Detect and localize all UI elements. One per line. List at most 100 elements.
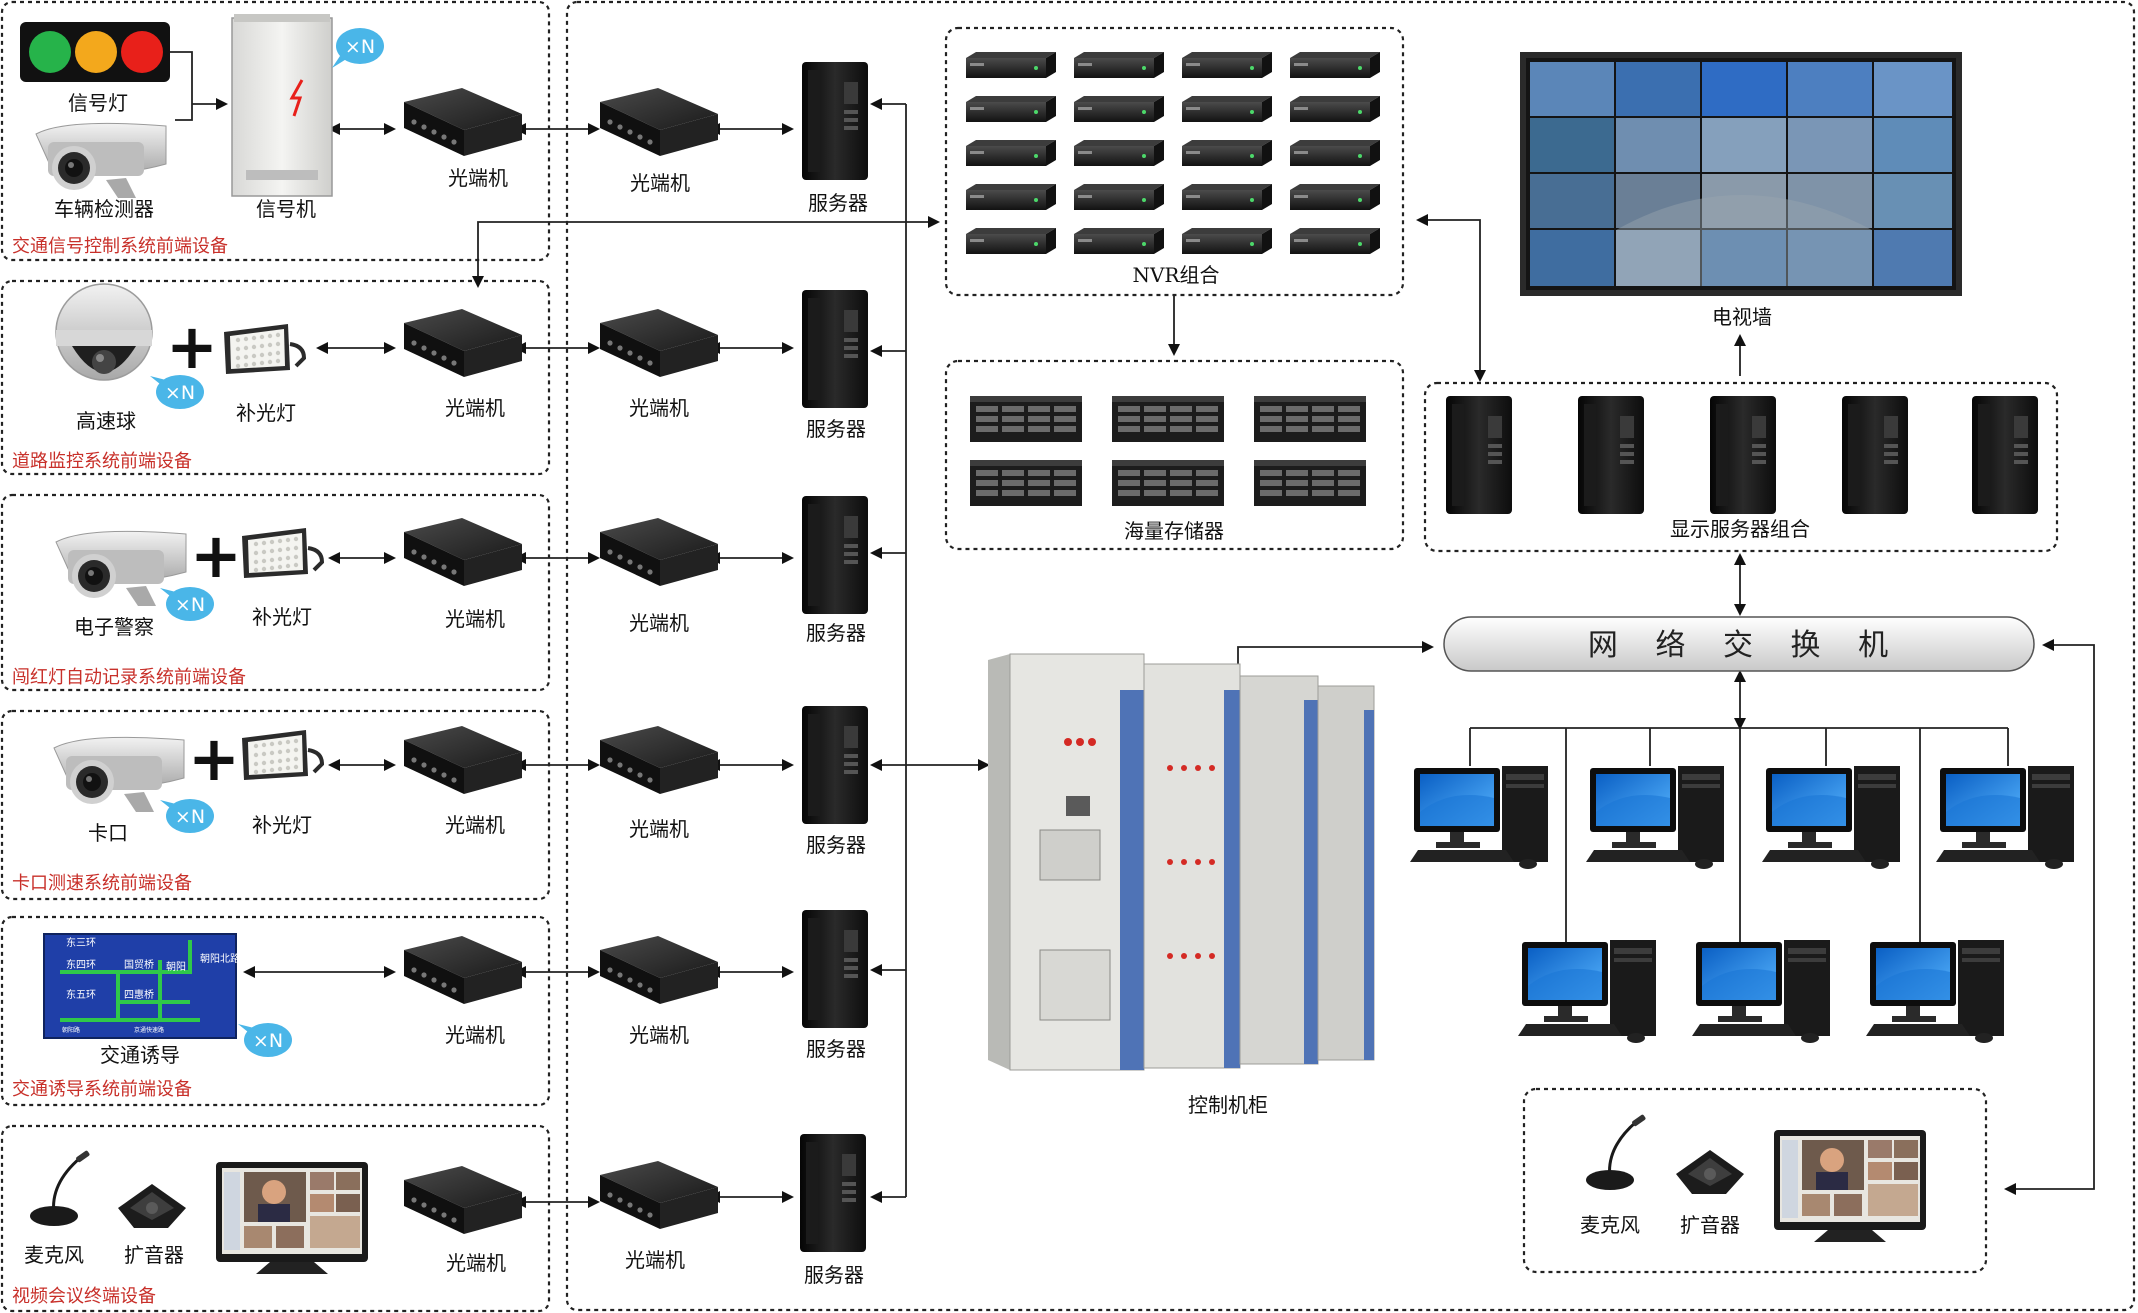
svg-text:×N: ×N <box>345 36 375 58</box>
optical-transceiver <box>600 88 718 156</box>
optical-transceiver <box>404 936 522 1004</box>
display-server-group-label: 显示服务器组合 <box>1670 517 1810 541</box>
nvr-group-box <box>944 26 1405 297</box>
signal-cabinet <box>231 14 333 197</box>
svg-text:东五环: 东五环 <box>66 988 96 1001</box>
server-label: 服务器 <box>806 833 866 857</box>
display-servers <box>1446 396 2038 514</box>
optical-transceiver <box>404 726 522 794</box>
section-label: 视频会议终端设备 <box>12 1286 156 1307</box>
optical-transceiver-label: 光端机 <box>629 396 689 420</box>
traffic-signal-section <box>0 0 551 262</box>
optical-transceiver <box>600 518 718 586</box>
svg-text:东四环: 东四环 <box>66 958 96 971</box>
optical-transceiver-label: 光端机 <box>448 166 508 190</box>
fill-light <box>240 526 324 580</box>
svg-text:朝阳路: 朝阳路 <box>62 1026 80 1034</box>
svg-text:朝阳: 朝阳 <box>166 961 186 973</box>
optical-transceiver-label: 光端机 <box>629 611 689 635</box>
svg-text:京通快速路: 京通快速路 <box>134 1026 164 1034</box>
xn-badge: ×N <box>150 375 204 409</box>
section-label: 交通信号控制系统前端设备 <box>12 236 228 257</box>
server <box>800 1134 866 1252</box>
section-label: 闯红灯自动记录系统前端设备 <box>12 667 246 688</box>
optical-transceiver <box>600 309 718 377</box>
video-wall <box>1520 52 1962 296</box>
speaker-label: 扩音器 <box>124 1243 184 1267</box>
server-label: 服务器 <box>808 191 868 215</box>
nvr-units <box>966 52 1380 254</box>
signal-light-label: 信号灯 <box>68 91 128 115</box>
red-light-section <box>0 493 551 692</box>
optical-transceiver <box>600 1161 718 1229</box>
conference-monitor <box>1774 1130 1926 1242</box>
server-label: 服务器 <box>806 621 866 645</box>
control-cabinet-label: 控制机柜 <box>1188 1093 1268 1117</box>
optical-transceiver <box>600 936 718 1004</box>
guidance-section <box>0 915 551 1107</box>
svg-text:×N: ×N <box>165 382 195 404</box>
signal-light <box>20 22 170 82</box>
signal-cabinet-label: 信号机 <box>256 197 316 221</box>
speaker <box>1676 1150 1744 1194</box>
xn-badge: ×N <box>238 1023 292 1057</box>
optical-transceiver-label: 光端机 <box>445 813 505 837</box>
e-police-label: 电子警察 <box>74 615 154 639</box>
svg-text:四惠桥: 四惠桥 <box>124 988 154 1001</box>
nvr-group-label: NVR组合 <box>1132 263 1219 287</box>
optical-transceiver <box>404 518 522 586</box>
display-server-box <box>1423 381 2059 553</box>
checkpoint-section <box>0 709 551 901</box>
xn-badge: ×N <box>160 587 214 621</box>
optical-transceiver-label: 光端机 <box>445 607 505 631</box>
section-label: 卡口测速系统前端设备 <box>12 873 192 894</box>
optical-transceiver-label: 光端机 <box>629 1023 689 1047</box>
e-police-camera <box>55 530 187 607</box>
speaker <box>118 1184 186 1228</box>
optical-transceiver-label: 光端机 <box>445 396 505 420</box>
optical-transceiver <box>600 726 718 794</box>
svg-text:国贸桥: 国贸桥 <box>124 959 154 971</box>
plus-sign: + <box>188 722 240 795</box>
svg-text:东三环: 东三环 <box>66 936 96 949</box>
microphone-label: 麦克风 <box>24 1243 84 1267</box>
microphone-label: 麦克风 <box>1580 1213 1640 1237</box>
video-conf-section <box>0 1124 551 1313</box>
fill-light-label: 补光灯 <box>252 605 312 629</box>
microphone <box>28 1148 92 1228</box>
speed-dome-camera <box>55 283 153 381</box>
server-label: 服务器 <box>806 417 866 441</box>
svg-text:×N: ×N <box>175 594 205 616</box>
optical-transceiver-label: 光端机 <box>445 1023 505 1047</box>
road-monitoring-section <box>0 279 551 476</box>
optical-transceiver-label: 光端机 <box>629 817 689 841</box>
network-switch <box>1443 616 2035 672</box>
fill-light-label: 补光灯 <box>252 813 312 837</box>
checkpoint-label: 卡口 <box>88 821 128 845</box>
microphone <box>1584 1112 1648 1192</box>
plus-sign: + <box>190 519 242 592</box>
speed-dome-label: 高速球 <box>76 409 136 433</box>
server <box>802 496 868 614</box>
connector-lines <box>170 51 2095 1208</box>
optical-transceiver <box>404 88 522 156</box>
plus-sign: + <box>166 310 218 383</box>
vehicle-detector <box>35 122 167 199</box>
fill-light <box>222 322 306 376</box>
xn-badge: ×N <box>160 799 214 833</box>
server <box>802 290 868 408</box>
mass-storage-box <box>944 359 1405 551</box>
client-workstations <box>1410 766 2074 1043</box>
svg-text:×N: ×N <box>175 806 205 828</box>
fill-light-label: 补光灯 <box>236 401 296 425</box>
traffic-guidance-label: 交通诱导 <box>100 1043 180 1067</box>
server <box>802 62 868 180</box>
vehicle-detector-label: 车辆检测器 <box>54 197 154 221</box>
mass-storage-label: 海量存储器 <box>1124 519 1224 543</box>
optical-transceiver-label: 光端机 <box>446 1251 506 1275</box>
server <box>802 910 868 1028</box>
network-switch-label: 网 络 交 换 机 <box>1588 628 1902 663</box>
central-system-box <box>565 0 2136 1312</box>
control-cabinet <box>988 653 1375 1071</box>
optical-transceiver-label: 光端机 <box>630 171 690 195</box>
